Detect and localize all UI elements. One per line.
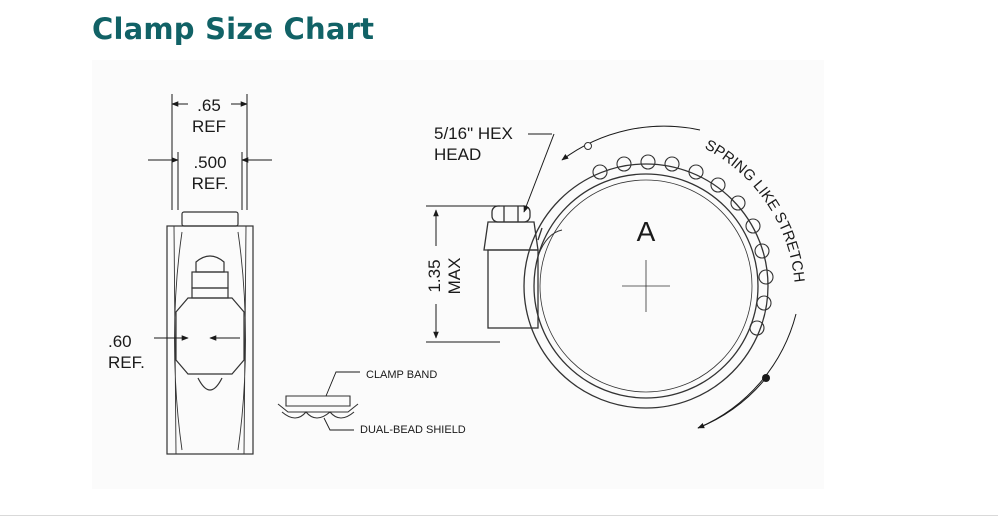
dual-bead-profile bbox=[281, 411, 355, 419]
height-dimension bbox=[426, 205, 500, 343]
diameter-label: A bbox=[637, 216, 656, 247]
band-cap bbox=[285, 395, 351, 407]
hex-head-label-line1: 5/16" HEX bbox=[434, 124, 513, 143]
dim-side-value: .60 bbox=[108, 332, 132, 351]
hex-head-label-line2: HEAD bbox=[434, 145, 481, 164]
stretch-end-point bbox=[762, 374, 770, 382]
screw-housing-top bbox=[483, 221, 539, 251]
housing-top bbox=[181, 211, 239, 227]
clamp-diagram: .65 REF .500 REF. .60 REF. CLAMP BAND DU… bbox=[92, 60, 824, 489]
dim-mid-ref: REF. bbox=[192, 174, 229, 193]
height-value: 1.35 bbox=[425, 259, 444, 292]
stretch-start-point bbox=[584, 142, 592, 150]
screw-tip bbox=[197, 377, 223, 391]
screw-neck bbox=[191, 271, 229, 289]
page-title: Clamp Size Chart bbox=[92, 12, 375, 46]
inner-band bbox=[533, 173, 759, 399]
height-note: MAX bbox=[445, 258, 464, 295]
liner bbox=[539, 179, 753, 393]
side-dimensions bbox=[148, 94, 272, 341]
outer-band bbox=[523, 163, 769, 409]
housing-collar bbox=[191, 287, 229, 299]
housing-body bbox=[175, 297, 245, 375]
dim-top-ref: REF bbox=[192, 117, 226, 136]
bottom-divider bbox=[0, 515, 998, 516]
hex-leader bbox=[523, 133, 555, 213]
spring-scallops bbox=[592, 154, 774, 336]
dim-top-value: .65 bbox=[197, 96, 221, 115]
dim-mid-value: .500 bbox=[193, 153, 226, 172]
dual-bead-shield-label: DUAL-BEAD SHIELD bbox=[360, 424, 466, 436]
screw-housing bbox=[487, 249, 539, 329]
stretch-arc bbox=[561, 125, 797, 429]
screw-top bbox=[195, 255, 225, 273]
side-band bbox=[166, 225, 254, 455]
clamp-band-label: CLAMP BAND bbox=[366, 369, 437, 381]
band-contours bbox=[173, 225, 247, 455]
side-dimension-labels: .65 REF .500 REF. .60 REF. bbox=[108, 96, 228, 372]
clamp-band-profile bbox=[277, 403, 359, 413]
side-view bbox=[166, 211, 254, 455]
dim-side-ref: REF. bbox=[108, 353, 145, 372]
clamp-diagram-svg: .65 REF .500 REF. .60 REF. CLAMP BAND DU… bbox=[108, 94, 808, 455]
hex-head bbox=[491, 205, 531, 223]
front-view bbox=[483, 154, 774, 409]
section-detail bbox=[277, 371, 360, 431]
